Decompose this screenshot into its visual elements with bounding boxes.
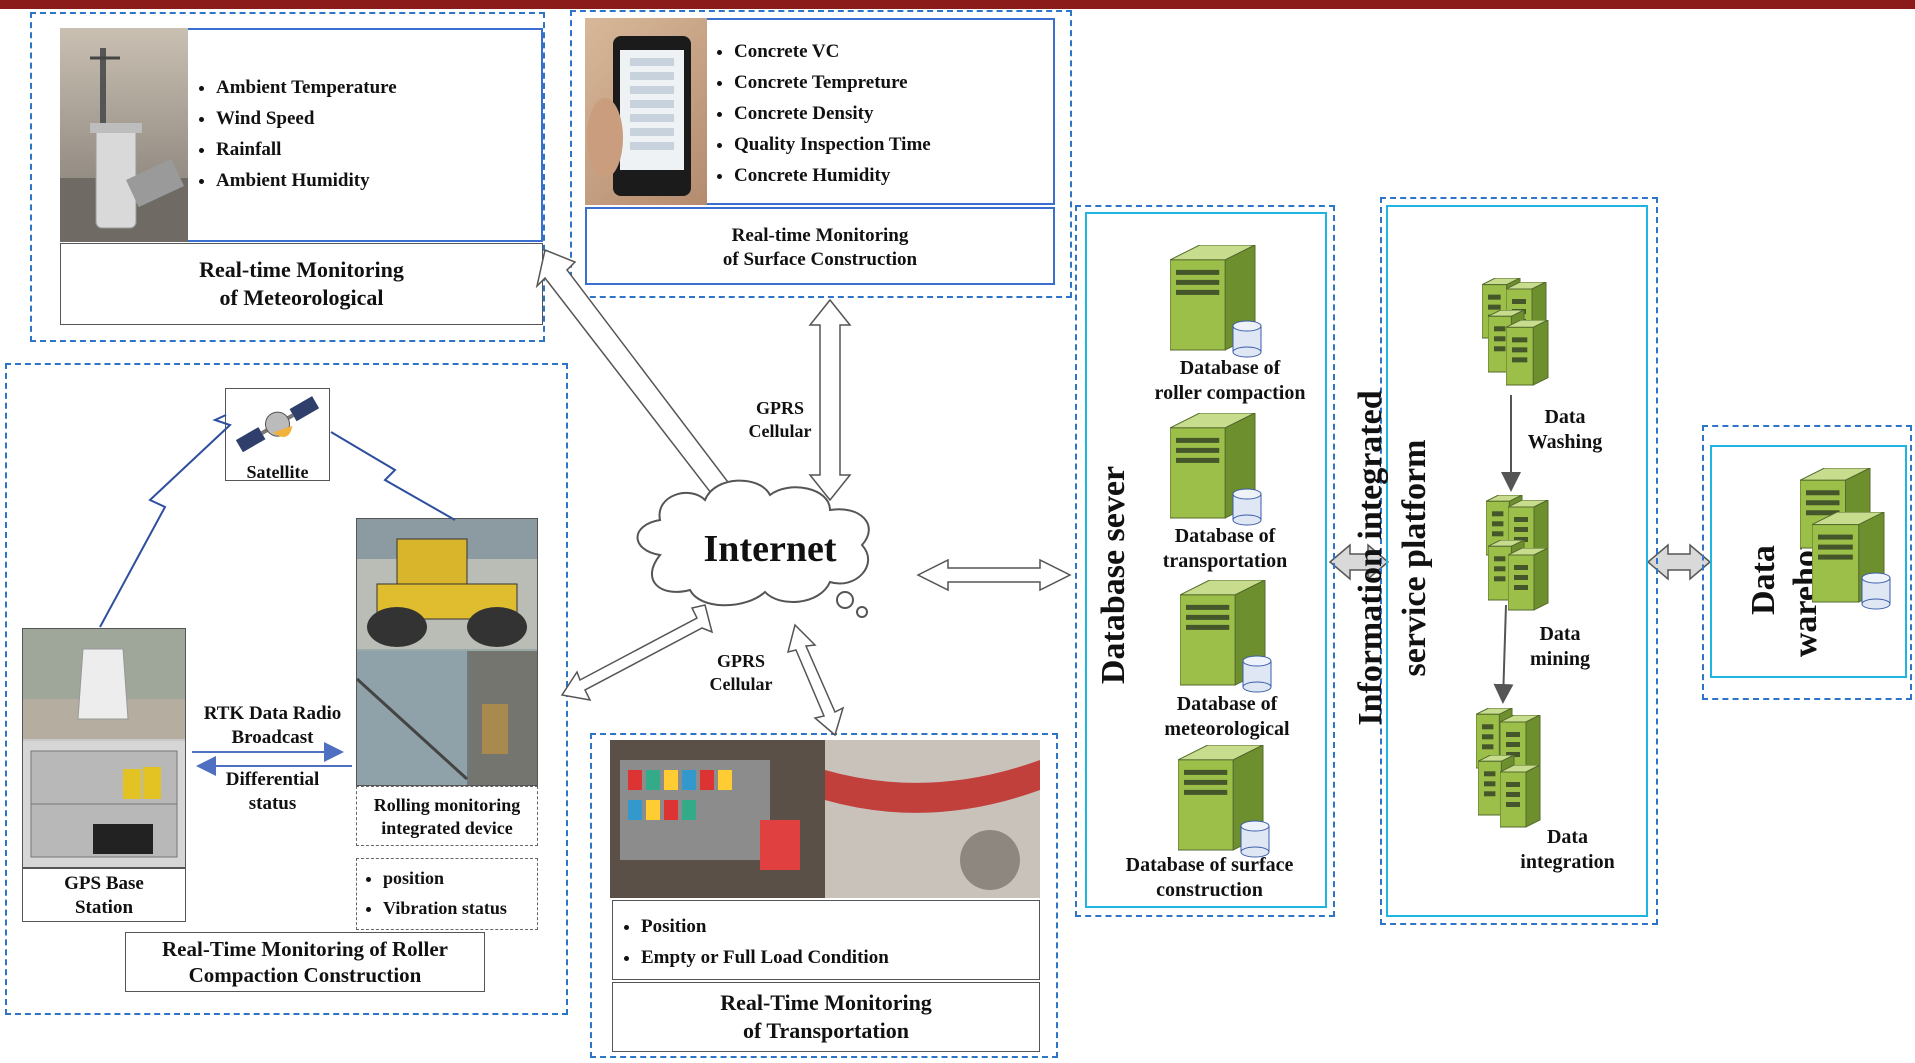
data-integration-label: Data integration <box>1520 826 1615 873</box>
server-icon <box>1170 245 1262 358</box>
satellite-icon <box>235 396 320 453</box>
database-cylinder-icon <box>1861 572 1891 610</box>
db-surface-label: Database of surface construction <box>1125 854 1294 901</box>
mobile-phone-icon <box>587 36 691 196</box>
gps-base-station-label: GPS Base Station <box>22 868 186 922</box>
transportation-item: Empty or Full Load Condition <box>641 942 1039 973</box>
database-cylinder-icon <box>1232 320 1262 358</box>
server-icon <box>1180 580 1272 693</box>
server-icon <box>1500 715 1541 778</box>
satellite-box: Satellite <box>225 388 330 482</box>
database-cylinder-icon <box>1240 820 1270 858</box>
cloud-icon <box>636 479 870 607</box>
surface-list: Concrete VC Concrete Tempreture Concrete… <box>708 36 1048 191</box>
phone-photo <box>585 18 707 205</box>
surface-item: Quality Inspection Time <box>734 129 1048 160</box>
database-server-inner <box>1085 212 1327 908</box>
server-icon <box>1812 512 1891 610</box>
database-server-panel <box>1075 205 1335 917</box>
double-arrow-icon <box>560 604 714 702</box>
cloud-bubble <box>836 591 854 609</box>
double-arrow-icon <box>535 248 750 527</box>
surface-item: Concrete Humidity <box>734 160 1048 191</box>
gps-base-station-photo <box>22 628 186 868</box>
meteorological-item: Wind Speed <box>216 103 530 134</box>
cloud-bubble <box>856 606 868 618</box>
meteorological-item: Rainfall <box>216 134 530 165</box>
roller-item: position <box>383 863 537 893</box>
server-icon <box>1506 320 1549 386</box>
truck-sensor-icon <box>610 740 1040 898</box>
transportation-photo <box>610 740 1040 898</box>
double-arrow-icon <box>786 623 845 737</box>
meteorological-list: Ambient Temperature Wind Speed Rainfall … <box>190 72 530 196</box>
top-bar <box>0 0 1915 9</box>
flow-arrow <box>1493 604 1514 704</box>
server-icon <box>1508 548 1549 611</box>
warehouse-panel <box>1702 425 1912 700</box>
surface-item: Concrete Density <box>734 98 1048 129</box>
server-icon <box>1170 413 1262 526</box>
roller-device-photo <box>356 518 538 786</box>
surface-item: Concrete Tempreture <box>734 67 1048 98</box>
db-meteorological-label: Database of meteorological <box>1164 693 1290 740</box>
gprs-bottom-label: GPRS Cellular <box>709 651 773 694</box>
surface-title: Real-time Monitoring of Surface Construc… <box>585 207 1055 285</box>
platform-panel <box>1380 197 1658 925</box>
weather-station-icon <box>60 48 188 242</box>
double-arrow-icon <box>1328 543 1390 581</box>
double-arrow-icon <box>916 558 1072 592</box>
database-cylinder-icon <box>1232 488 1262 526</box>
meteorological-panel <box>30 12 545 342</box>
rolling-device-items: position Vibration status <box>356 858 538 930</box>
surface-panel <box>570 10 1072 298</box>
lightning-link-icon <box>99 414 232 628</box>
transportation-title: Real-Time Monitoring of Transportation <box>612 982 1040 1052</box>
db-roller-label: Database of roller compaction <box>1154 357 1306 404</box>
meteorological-title: Real-time Monitoring of Meteorological <box>60 243 543 325</box>
gps-base-station-icon <box>23 629 185 867</box>
rtk-label: RTK Data Radio Broadcast <box>203 703 342 748</box>
internet-label: Internet <box>703 528 837 570</box>
platform-inner <box>1386 205 1648 917</box>
data-washing-label: Data Washing <box>1527 406 1603 453</box>
rolling-device-label: Rolling monitoring integrated device <box>356 786 538 846</box>
transportation-item: Position <box>641 911 1039 942</box>
database-server-title: Database sever <box>1095 465 1132 685</box>
meteorological-item: Ambient Temperature <box>216 72 530 103</box>
surface-item: Concrete VC <box>734 36 1048 67</box>
database-cylinder-icon <box>1242 655 1272 693</box>
weather-station-photo <box>60 28 188 242</box>
transportation-panel <box>590 733 1058 1058</box>
server-icon <box>1178 745 1270 858</box>
data-mining-label: Data mining <box>1529 623 1591 670</box>
differential-label: Differential status <box>225 769 320 814</box>
transportation-items: Position Empty or Full Load Condition <box>612 900 1040 980</box>
gprs-top-label: GPRS Cellular <box>748 398 812 441</box>
db-transportation-label: Database of transportation <box>1162 525 1288 572</box>
meteorological-item: Ambient Humidity <box>216 165 530 196</box>
double-arrow-icon <box>808 298 852 502</box>
warehouse-inner <box>1710 445 1907 678</box>
platform-title: Information integrated service platform <box>1352 390 1433 726</box>
roller-device-icon <box>357 519 537 785</box>
server-icon <box>1500 765 1541 828</box>
roller-item: Vibration status <box>383 893 537 923</box>
roller-title: Real-Time Monitoring of Roller Compactio… <box>125 932 485 992</box>
lightning-link-icon <box>330 431 456 521</box>
